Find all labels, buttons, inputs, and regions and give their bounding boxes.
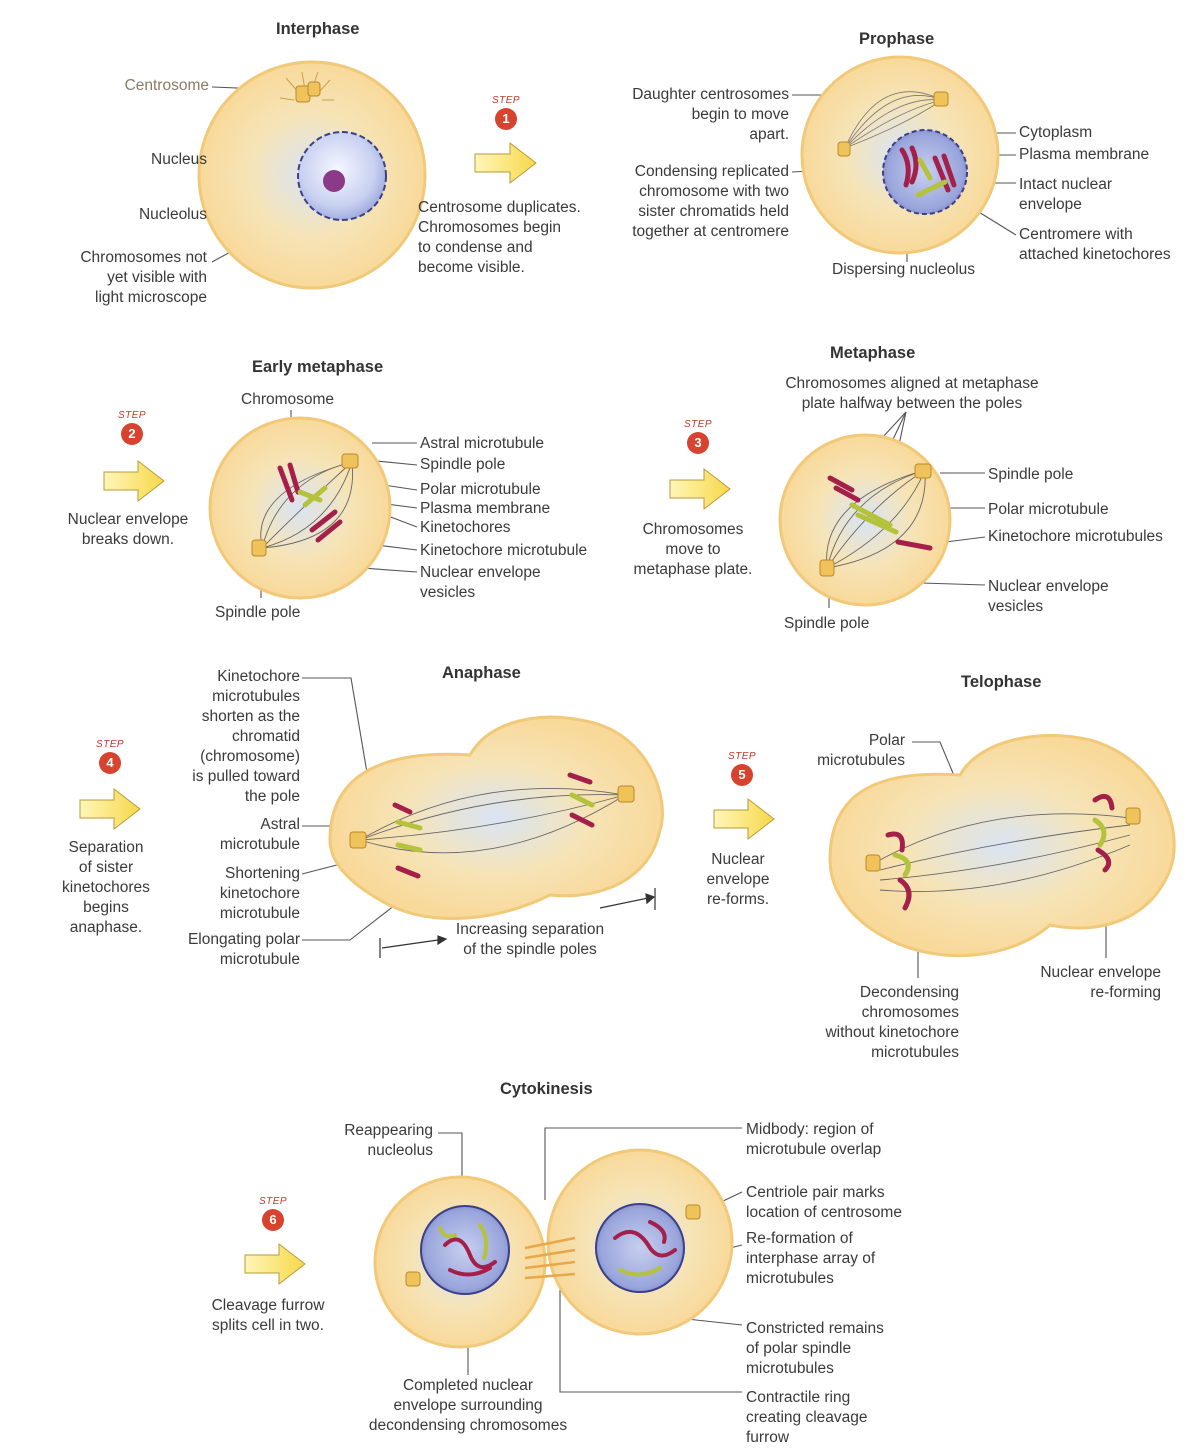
cytokinesis-title: Cytokinesis <box>500 1080 593 1099</box>
dispersing-nucleolus-label: Dispersing nucleolus <box>832 260 975 280</box>
spindle-pole-label-2: Spindle pole <box>988 465 1073 485</box>
step-1-caption: Centrosome duplicates. Chromosomes begin… <box>418 198 581 278</box>
polar-microtubules-label: Polar microtubules <box>817 731 905 771</box>
nuclear-envelope-reforming-label: Nuclear envelope re-forming <box>1040 963 1161 1003</box>
reformation-label: Re-formation of interphase array of micr… <box>746 1229 875 1289</box>
chromosomes-not-visible-label: Chromosomes not yet visible with light m… <box>80 248 207 308</box>
daughter-centrosomes-label: Daughter centrosomes begin to move apart… <box>632 85 789 145</box>
astral-microtubule-label: Astral microtubule <box>420 434 544 454</box>
step-4-caption: Separation of sister kinetochores begins… <box>50 838 162 938</box>
step-3-badge: STEP 3 <box>681 420 715 454</box>
nuclear-envelope-vesicles-label-2: Nuclear envelope vesicles <box>988 577 1109 617</box>
contractile-ring-label: Contractile ring creating cleavage furro… <box>746 1388 868 1448</box>
step-5-badge: STEP 5 <box>725 752 759 786</box>
condensing-chromosome-label: Condensing replicated chromosome with tw… <box>632 162 789 242</box>
telophase-title: Telophase <box>961 673 1041 692</box>
chromosome-label: Chromosome <box>241 390 334 410</box>
step-2-badge: STEP 2 <box>115 411 149 445</box>
polar-microtubule-label-2: Polar microtubule <box>988 500 1109 520</box>
completed-nuclear-envelope-label: Completed nuclear envelope surrounding d… <box>350 1376 586 1436</box>
centriole-pair-label: Centriole pair marks location of centros… <box>746 1183 902 1223</box>
plasma-membrane-label-2: Plasma membrane <box>420 499 550 519</box>
step-2-caption: Nuclear envelope breaks down. <box>50 510 206 550</box>
intact-nuclear-envelope-label: Intact nuclear envelope <box>1019 175 1112 215</box>
spindle-pole-bottom-label-2: Spindle pole <box>784 614 869 634</box>
astral-microtubule-label-2: Astral microtubule <box>220 815 300 855</box>
plasma-membrane-label: Plasma membrane <box>1019 145 1149 165</box>
nuclear-envelope-vesicles-label: Nuclear envelope vesicles <box>420 563 541 603</box>
metaphase-title: Metaphase <box>830 344 915 363</box>
centromere-label: Centromere with attached kinetochores <box>1019 225 1171 265</box>
kinetochores-label: Kinetochores <box>420 518 510 538</box>
nucleus-label: Nucleus <box>151 150 207 170</box>
shortening-kinetochore-label: Shortening kinetochore microtubule <box>220 864 300 924</box>
step-3-caption: Chromosomes move to metaphase plate. <box>618 520 768 580</box>
prophase-title: Prophase <box>859 30 934 49</box>
chromosomes-aligned-label: Chromosomes aligned at metaphase plate h… <box>772 374 1052 414</box>
elongating-polar-label: Elongating polar microtubule <box>188 930 300 970</box>
reappearing-nucleolus-label: Reappearing nucleolus <box>344 1121 433 1161</box>
nucleolus-label: Nucleolus <box>139 205 207 225</box>
interphase-title: Interphase <box>276 20 359 39</box>
step-arrows <box>80 143 774 1284</box>
kinetochore-microtubules-shorten-label: Kinetochore microtubules shorten as the … <box>192 667 300 807</box>
cytoplasm-label: Cytoplasm <box>1019 123 1092 143</box>
spindle-pole-label: Spindle pole <box>420 455 505 475</box>
anaphase-title: Anaphase <box>442 664 521 683</box>
step-5-caption: Nuclear envelope re-forms. <box>690 850 786 910</box>
spindle-pole-bottom-label: Spindle pole <box>215 603 300 623</box>
constricted-remains-label: Constricted remains of polar spindle mic… <box>746 1319 884 1379</box>
kinetochore-microtubules-label: Kinetochore microtubules <box>988 527 1163 547</box>
metaphase-cell <box>780 435 950 605</box>
polar-microtubule-label: Polar microtubule <box>420 480 541 500</box>
decondensing-chromosomes-label: Decondensing chromosomes without kinetoc… <box>825 983 959 1063</box>
kinetochore-microtubule-label: Kinetochore microtubule <box>420 541 587 561</box>
prophase-cell <box>802 57 998 253</box>
cytokinesis-cells <box>375 1150 732 1347</box>
step-6-caption: Cleavage furrow splits cell in two. <box>195 1296 341 1336</box>
step-1-badge: STEP 1 <box>489 96 523 130</box>
centrosome-label: Centrosome <box>125 76 209 96</box>
early-metaphase-title: Early metaphase <box>252 358 383 377</box>
step-6-badge: STEP 6 <box>256 1197 290 1231</box>
early-metaphase-cell <box>210 418 390 598</box>
midbody-label: Midbody: region of microtubule overlap <box>746 1120 881 1160</box>
interphase-cell <box>199 62 425 288</box>
increasing-separation-label: Increasing separation of the spindle pol… <box>440 920 620 960</box>
step-4-badge: STEP 4 <box>93 740 127 774</box>
